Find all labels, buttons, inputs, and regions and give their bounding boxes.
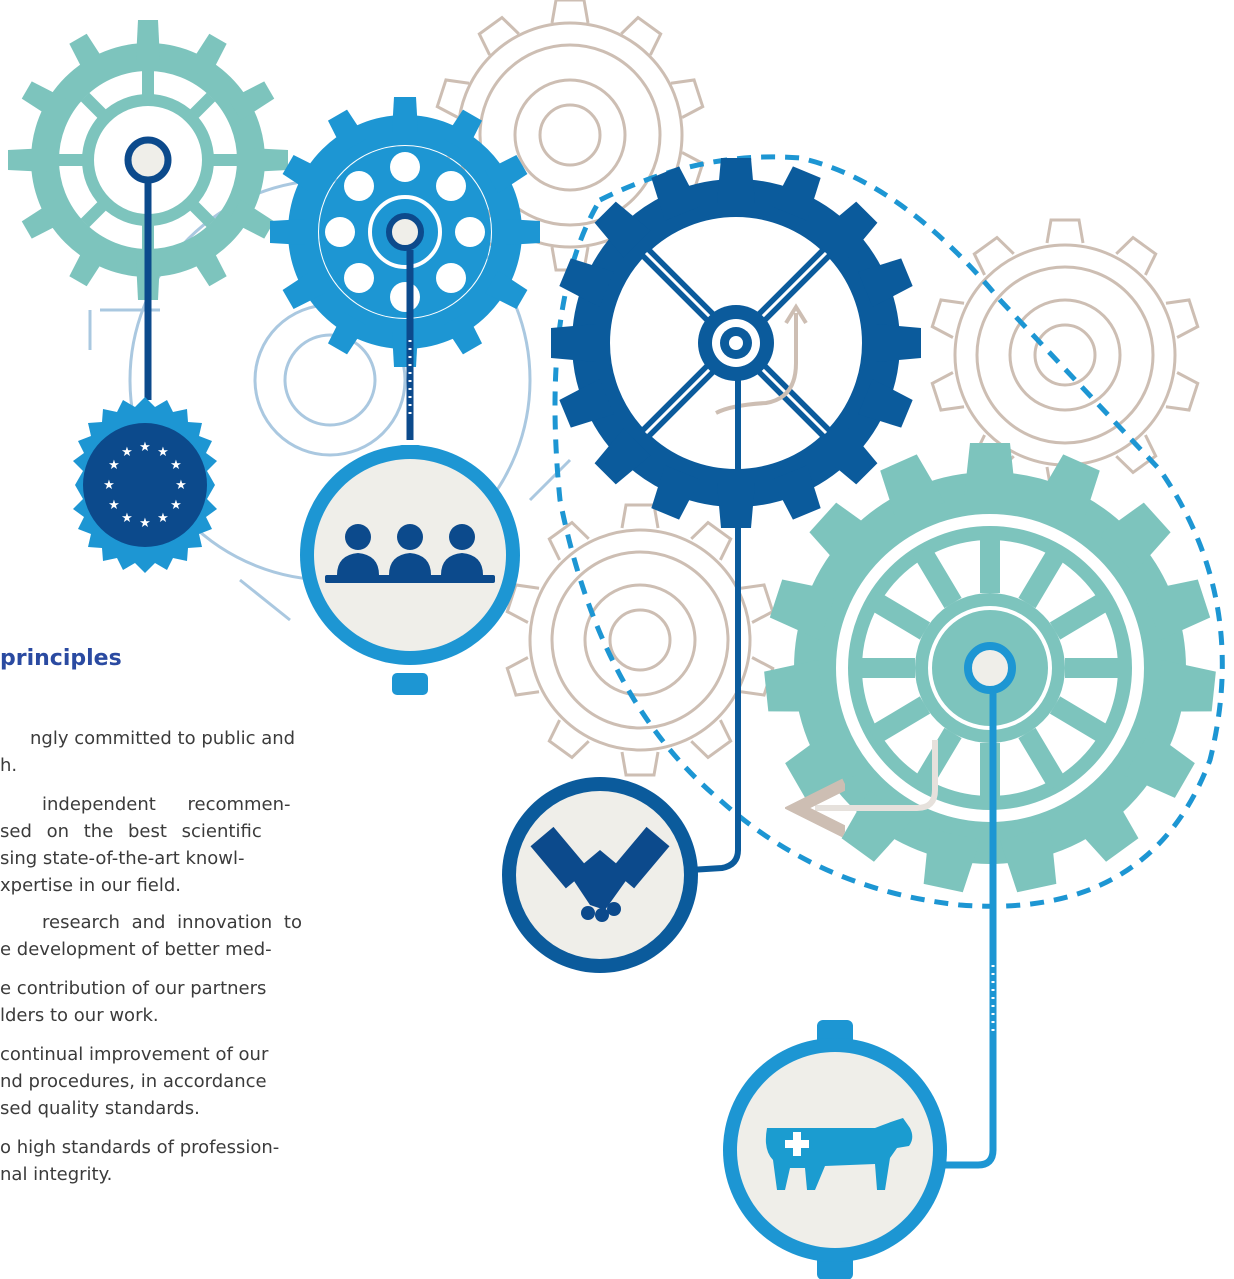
text-line: independent recommen- [42, 794, 291, 815]
eu-badge: ★★★ ★★★ ★★★ ★★★ [73, 397, 217, 573]
text-line: e contribution of our partners [0, 978, 267, 999]
left-return-arrow-icon [815, 740, 938, 808]
text-line: sing state-of-the-art knowl- [0, 848, 245, 869]
handshake-icon [530, 826, 670, 922]
text-line: nal integrity. [0, 1164, 113, 1185]
svg-text:★: ★ [121, 511, 133, 526]
text-line: research and innovation to [42, 912, 302, 933]
principle-paragraph-2: independent recommen- sed on the best sc… [0, 791, 352, 899]
svg-text:★: ★ [121, 445, 133, 460]
taupe-gear-bottom [504, 503, 776, 777]
connector-big-teal [940, 690, 997, 1169]
svg-text:★: ★ [175, 478, 187, 493]
u-turn-arrow-icon [715, 313, 798, 415]
svg-text:★: ★ [108, 498, 120, 513]
text-line: lders to our work. [0, 1005, 159, 1026]
svg-text:★: ★ [170, 498, 182, 513]
svg-text:★: ★ [139, 516, 151, 531]
text-line: continual improvement of our [0, 1044, 269, 1065]
text-line: sed on the best scientific [0, 821, 262, 842]
cow-with-cross-icon [765, 1118, 913, 1190]
svg-text:★: ★ [157, 445, 169, 460]
svg-text:★: ★ [170, 458, 182, 473]
principle-paragraph-3: research and innovation to e development… [0, 909, 352, 963]
text-line: ngly committed to public and [30, 728, 296, 749]
dashed-orbit [552, 154, 1225, 909]
principle-paragraph-1: ngly committed to public and h. [0, 725, 352, 779]
veterinary-medallion [723, 1020, 947, 1279]
text-line: xpertise in our field. [0, 875, 182, 896]
svg-text:★: ★ [103, 478, 115, 493]
text-line: h. [0, 755, 18, 776]
connector-dark-blue [689, 380, 741, 873]
text-line: sed quality standards. [0, 1098, 200, 1119]
section-heading: principles [0, 646, 122, 671]
principle-paragraph-6: o high standards of profession- nal inte… [0, 1134, 352, 1188]
handshake-medallion [502, 777, 698, 973]
principle-paragraph-5: continual improvement of our nd procedur… [0, 1041, 352, 1122]
svg-text:★: ★ [108, 458, 120, 473]
text-line: e development of better med- [0, 939, 272, 960]
blue-gear [270, 97, 540, 367]
svg-text:★: ★ [139, 440, 151, 455]
principle-paragraph-4: e contribution of our partners lders to … [0, 975, 352, 1029]
eu-flag-stars-icon: ★★★ ★★★ ★★★ ★★★ [103, 440, 187, 531]
text-line: o high standards of profession- [0, 1137, 280, 1158]
people-at-table-icon [325, 524, 495, 583]
committee-medallion [300, 445, 520, 695]
text-line: nd procedures, in accordance [0, 1071, 267, 1092]
svg-text:★: ★ [157, 511, 169, 526]
